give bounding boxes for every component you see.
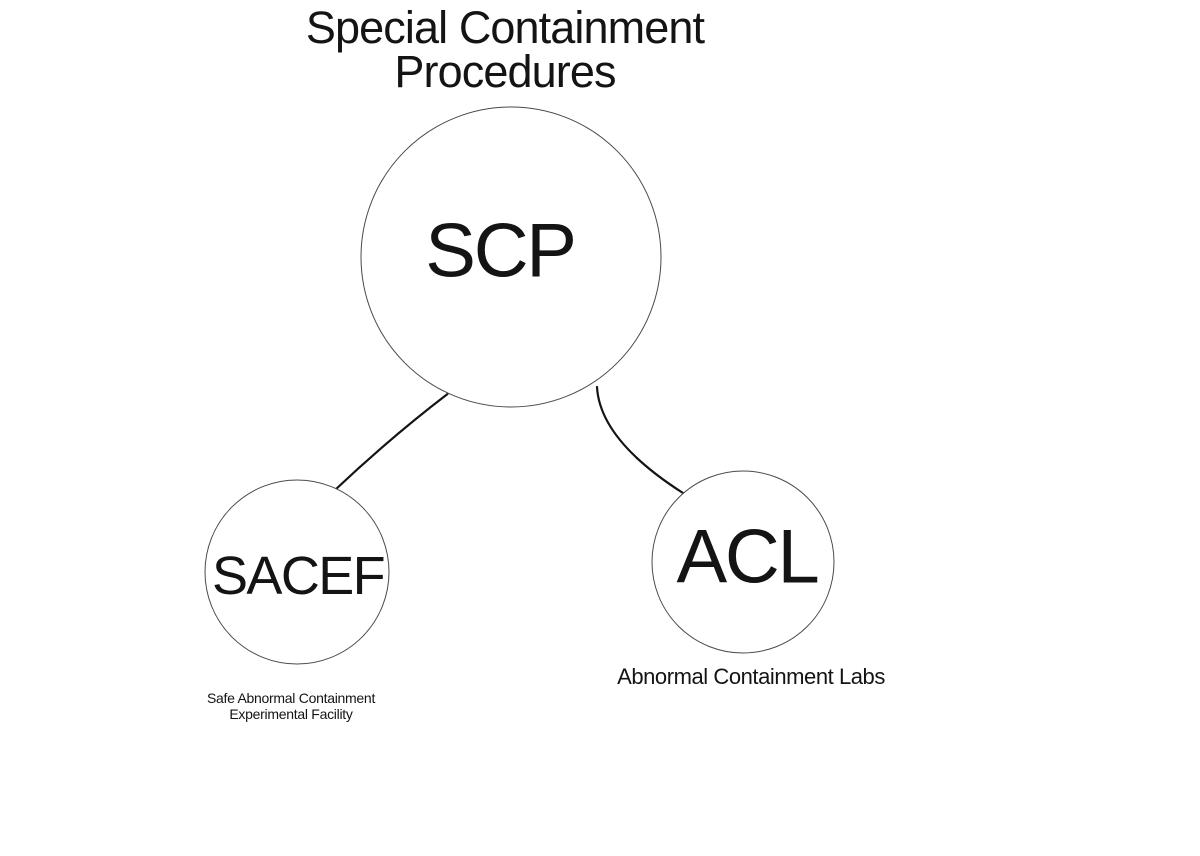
sacef-node-caption: Safe Abnormal Containment Experimental F… bbox=[207, 690, 375, 722]
sacef-node-label[interactable]: SACEF bbox=[212, 546, 386, 606]
sacef-caption-line2: Experimental Facility bbox=[229, 706, 353, 722]
sacef-caption-line1: Safe Abnormal Containment bbox=[206, 690, 376, 706]
connector-scp-sacef bbox=[333, 392, 449, 492]
acl-node-caption: Abnormal Containment Labs bbox=[617, 664, 885, 689]
diagram-title-line2: Procedures bbox=[394, 46, 616, 97]
acl-node-label[interactable]: ACL bbox=[676, 514, 819, 600]
sacef-node-circle[interactable] bbox=[204, 479, 390, 665]
diagram-title: Special Containment Procedures bbox=[305, 2, 705, 97]
scp-node-circle[interactable] bbox=[360, 106, 662, 408]
acl-node-circle[interactable] bbox=[651, 470, 835, 654]
connector-scp-acl bbox=[595, 385, 685, 495]
scp-node-label[interactable]: SCP bbox=[425, 208, 577, 294]
diagram-title-line1: Special Containment bbox=[305, 2, 705, 53]
